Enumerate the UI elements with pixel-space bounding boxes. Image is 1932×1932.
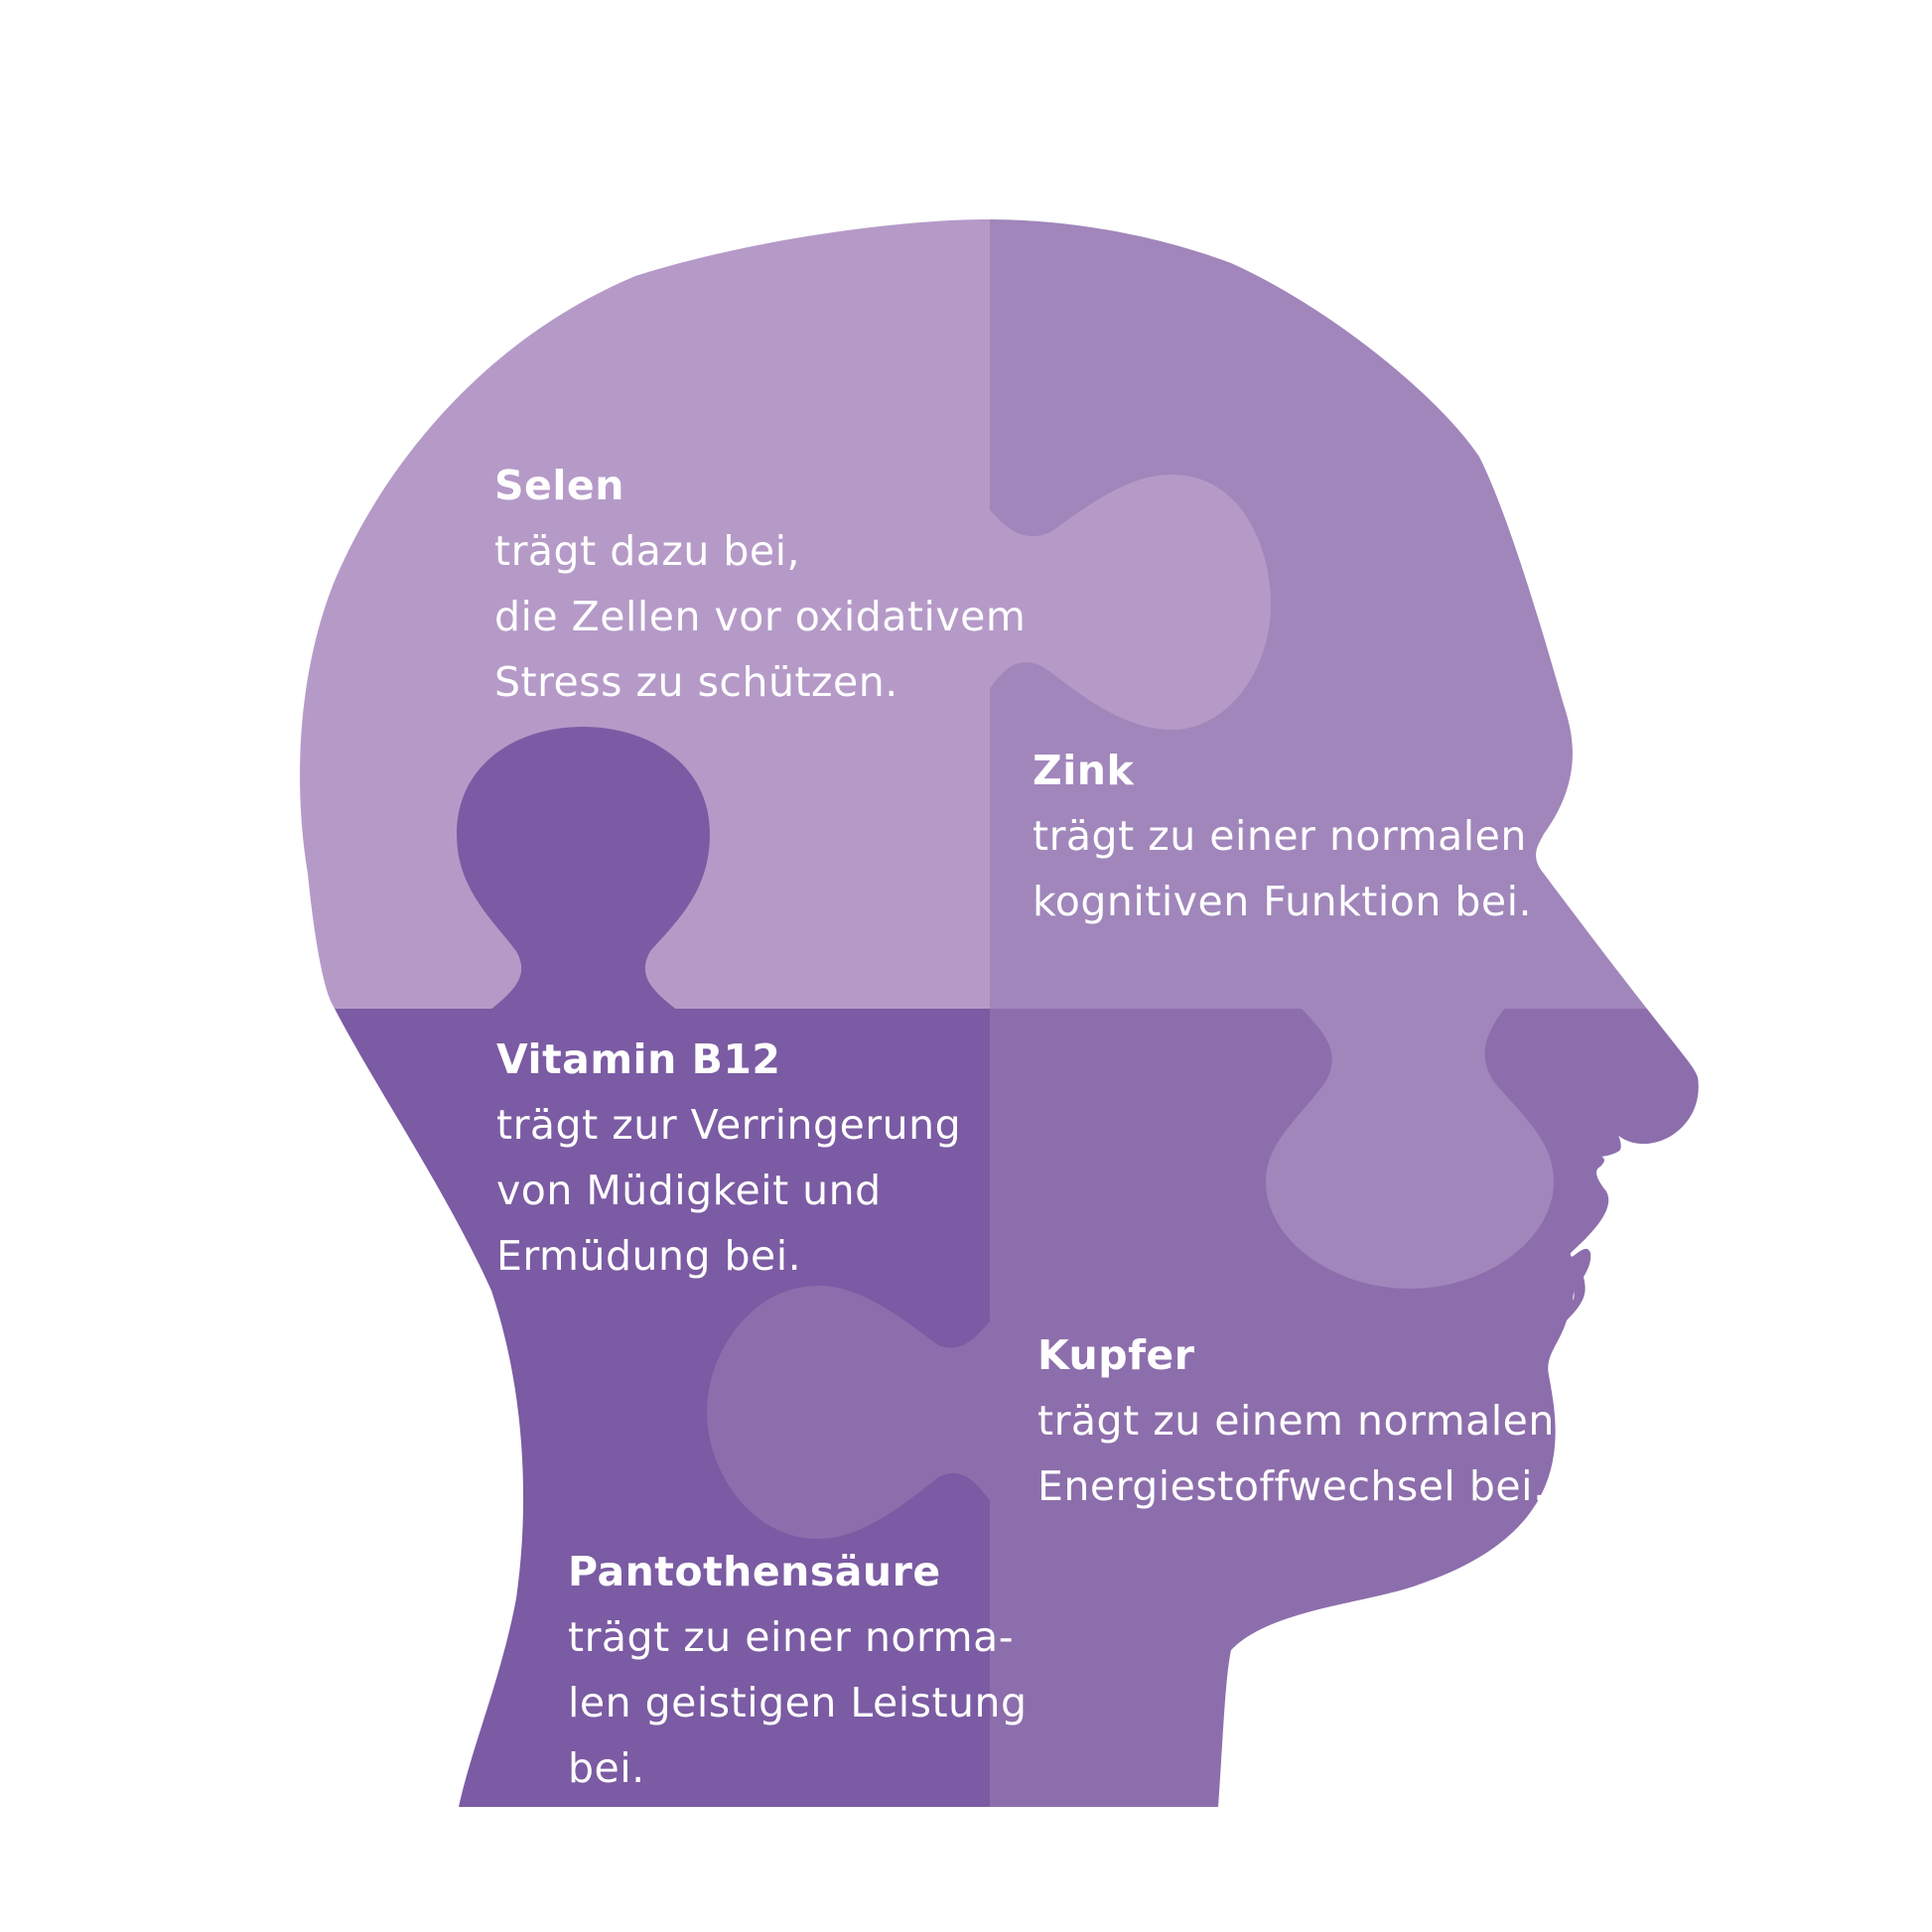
nutrient-text-line: trägt zur Verringerung	[496, 1101, 962, 1149]
puzzle-tab-selen	[983, 475, 1271, 730]
puzzle-tab-vitamin-b12	[457, 727, 710, 1015]
nutrient-text-line: trägt dazu bei,	[494, 527, 801, 575]
nutrient-block-kupfer: Kupfer trägt zu einem normalen Energiest…	[1037, 1322, 1555, 1519]
nutrient-text-line: Stress zu schützen.	[494, 658, 898, 706]
nutrient-text-line: bei.	[568, 1744, 645, 1792]
nutrient-title-zink: Zink	[1033, 747, 1135, 794]
puzzle-tab-zink	[1266, 1003, 1554, 1289]
nutrient-text-line: len geistigen Leistung	[568, 1679, 1028, 1726]
nutrient-text-line: trägt zu einer norma-	[568, 1613, 1015, 1661]
nutrient-text-line: trägt zu einer normalen	[1033, 812, 1527, 860]
nutrient-title-vitamin-b12: Vitamin B12	[496, 1035, 781, 1083]
nutrient-text-line: von Müdigkeit und	[496, 1167, 882, 1214]
nutrient-block-selen: Selen trägt dazu bei, die Zellen vor oxi…	[494, 453, 1026, 715]
nutrient-text-line: Energiestoffwechsel bei.	[1037, 1462, 1547, 1510]
nutrient-title-pantothensaeure: Pantothensäure	[568, 1548, 941, 1595]
puzzle-tab-kupfer	[707, 1286, 995, 1539]
nutrient-text-line: Ermüdung bei.	[496, 1232, 802, 1280]
nutrient-title-kupfer: Kupfer	[1037, 1331, 1195, 1379]
nutrient-block-zink: Zink trägt zu einer normalen kognitiven …	[1033, 738, 1532, 934]
nutrient-title-selen: Selen	[494, 462, 624, 509]
nutrient-text-line: kognitiven Funktion bei.	[1033, 878, 1533, 925]
nutrient-block-pantothensaeure: Pantothensäure trägt zu einer norma- len…	[568, 1539, 1028, 1801]
nutrient-text-line: die Zellen vor oxidativem	[494, 593, 1027, 640]
nutrient-block-vitamin-b12: Vitamin B12 trägt zur Verringerung von M…	[496, 1027, 961, 1289]
nutrient-text-line: trägt zu einem normalen	[1037, 1397, 1555, 1445]
